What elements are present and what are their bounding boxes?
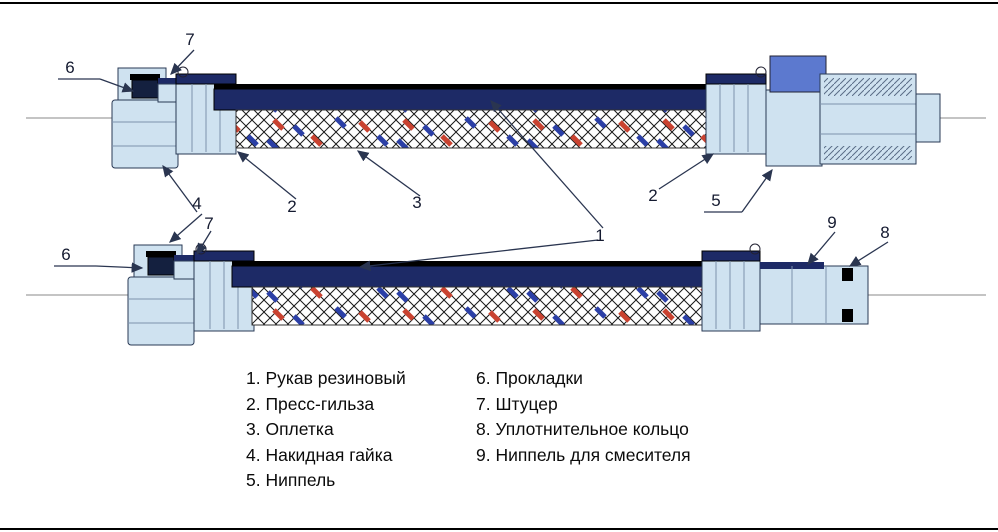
- gasket-top: [130, 74, 160, 99]
- legend-item: 1. Рукав резиновый: [246, 368, 406, 388]
- callout-7-bottom: 7: [204, 214, 214, 233]
- leader-1-down: [358, 239, 599, 271]
- mixer-nipple-bottom-right: [759, 262, 869, 325]
- crimp-ear: [749, 243, 761, 255]
- legend-item: 5. Ниппель: [246, 470, 336, 490]
- callout-2-right: 2: [648, 186, 658, 205]
- leader-2-left: [236, 151, 297, 200]
- o-ring-top: [842, 268, 853, 281]
- leader-3: [356, 150, 421, 197]
- callout-1: 1: [595, 226, 605, 245]
- leader-6-top: [99, 78, 135, 93]
- callout-3: 3: [412, 193, 422, 212]
- callout-4: 4: [192, 194, 202, 213]
- legend-column-1: 1. Рукав резиновый 2. Пресс-гильза 3. Оп…: [246, 366, 476, 494]
- o-ring-bottom: [842, 309, 853, 322]
- legend: 1. Рукав резиновый 2. Пресс-гильза 3. Оп…: [246, 366, 691, 494]
- callout-9: 9: [827, 213, 837, 232]
- leader-7-top: [170, 49, 195, 75]
- leader-4-up: [162, 164, 198, 213]
- legend-item: 9. Ниппель для смесителя: [476, 444, 691, 465]
- press-sleeve-top-right: [705, 66, 767, 155]
- legend-item: 3. Оплетка: [246, 419, 334, 439]
- hose-bottom: [26, 243, 986, 346]
- legend-item: 7. Штуцер: [476, 393, 558, 414]
- legend-item: 2. Пресс-гильза: [246, 393, 375, 414]
- braid-top: [235, 109, 711, 149]
- leader-lines: [54, 49, 889, 273]
- callout-8: 8: [880, 223, 890, 242]
- callout-5: 5: [711, 191, 721, 210]
- leader-7-bottom: [196, 230, 212, 256]
- leader-8: [848, 241, 889, 267]
- leader-4-down: [169, 213, 203, 243]
- callout-6-top: 6: [65, 58, 75, 77]
- gasket-bottom: [146, 251, 176, 276]
- legend-item: 4. Накидная гайка: [246, 444, 393, 465]
- press-sleeve-bottom-right: [701, 243, 761, 332]
- press-sleeve-top-left: [175, 66, 237, 155]
- rubber-hose-top: [213, 84, 711, 111]
- rubber-hose-bottom: [231, 261, 705, 288]
- nipple-top-right: [765, 55, 941, 167]
- leader-1-up: [490, 100, 604, 229]
- hose-top: [26, 55, 986, 169]
- leader-6-bottom: [95, 262, 144, 273]
- braid-bottom: [251, 286, 705, 326]
- callout-7-top: 7: [185, 30, 195, 49]
- callout-6-bottom: 6: [61, 245, 71, 264]
- top-border-line: [0, 2, 998, 4]
- callout-2-left: 2: [287, 197, 297, 216]
- legend-item: 8. Уплотнительное кольцо: [476, 419, 689, 439]
- bottom-border-line: [0, 528, 998, 530]
- leader-9: [807, 231, 836, 265]
- legend-item: 6. Прокладки: [476, 368, 583, 388]
- legend-column-2: 6. Прокладки 7. Штуцер 8. Уплотнительное…: [476, 366, 691, 494]
- leader-2-right: [658, 153, 715, 190]
- leader-5: [741, 168, 773, 213]
- crimp-ear: [755, 66, 767, 78]
